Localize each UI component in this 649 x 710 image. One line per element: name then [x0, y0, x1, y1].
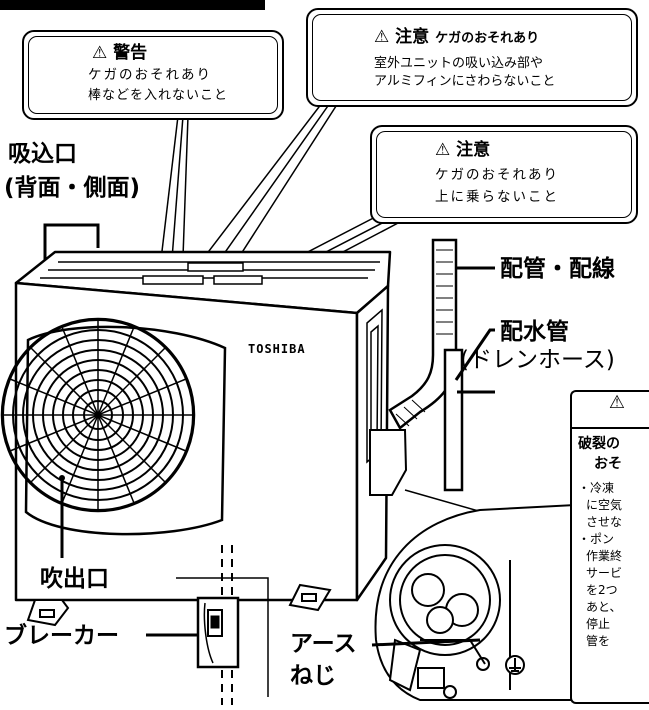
caution-label-1 [306, 8, 638, 107]
drain-label: 配水管 [500, 319, 569, 345]
earth-label-1: アース [290, 631, 357, 657]
caution2-line-1: ケガのおそれあり [435, 167, 559, 183]
caution1-line-2: アルミフィンにさわらないこと [374, 74, 556, 89]
header-bar [0, 0, 265, 10]
partial-panel-line-2: ・冷凍 [578, 481, 615, 495]
partial-panel-line-3: に空気 [586, 498, 623, 512]
warning-line-2: 棒などを入れないこと [88, 88, 229, 103]
partial-panel-line-10: 停止 [586, 617, 611, 631]
warning-label-1 [22, 30, 284, 120]
partial-panel-line-8: を2つ [586, 583, 618, 597]
drain-sublabel: (ドレンホース) [460, 347, 615, 373]
valve-cover [369, 429, 408, 496]
warning-title: ⚠ 警告 [92, 43, 148, 63]
earth-label-2: ねじ [290, 663, 336, 689]
caution-triangle-icon-2: ⚠ [435, 140, 451, 160]
feet [26, 583, 332, 627]
earth-detail [374, 489, 581, 701]
pipes [388, 238, 464, 492]
partial-warning-panel: ⚠ 破裂の おそ ・冷凍 に空気 させな ・ポン 作業終 サービ を2つ あと、… [570, 390, 649, 704]
intake-sublabel: (背面・側面) [4, 175, 141, 201]
top-grille [40, 261, 380, 285]
partial-panel-line-5: ・ポン [578, 532, 615, 546]
partial-panel-line-9: あと、 [586, 600, 622, 614]
pipe-label: 配管・配線 [500, 256, 615, 282]
partial-panel-line-6: 作業終 [586, 549, 623, 563]
outlet-label: 吹出口 [40, 566, 109, 592]
breaker-label: ブレーカー [4, 623, 119, 649]
partial-panel-header: ⚠ [572, 392, 649, 429]
caution1-line-1: 室外ユニットの吸い込み部や [374, 56, 544, 71]
warning-triangle-small-icon: ⚠ [92, 43, 108, 63]
caution-triangle-icon: ⚠ [374, 27, 390, 47]
intake-label: 吸込口 [8, 141, 77, 167]
caution2-line-2: 上に乗らないこと [435, 189, 559, 205]
intake-bracket [43, 223, 100, 262]
partial-panel-line-4: させな [586, 515, 623, 529]
caution-label-2 [370, 125, 638, 224]
brand-logo: TOSHIBA [248, 342, 306, 356]
breaker [146, 545, 269, 705]
partial-panel-line-11: 管を [586, 634, 611, 648]
partial-panel-line-1: おそ [594, 456, 622, 472]
partial-panel-line-0: 破裂の [578, 436, 620, 452]
partial-panel-line-7: サービ [586, 566, 623, 580]
caution-title-2: ⚠ 注意 [435, 140, 491, 160]
warning-line-1: ケガのおそれあり [88, 67, 212, 83]
caution-title-1: ⚠ 注意 ケガのおそれあり [374, 27, 540, 47]
fan-guard [0, 317, 227, 536]
